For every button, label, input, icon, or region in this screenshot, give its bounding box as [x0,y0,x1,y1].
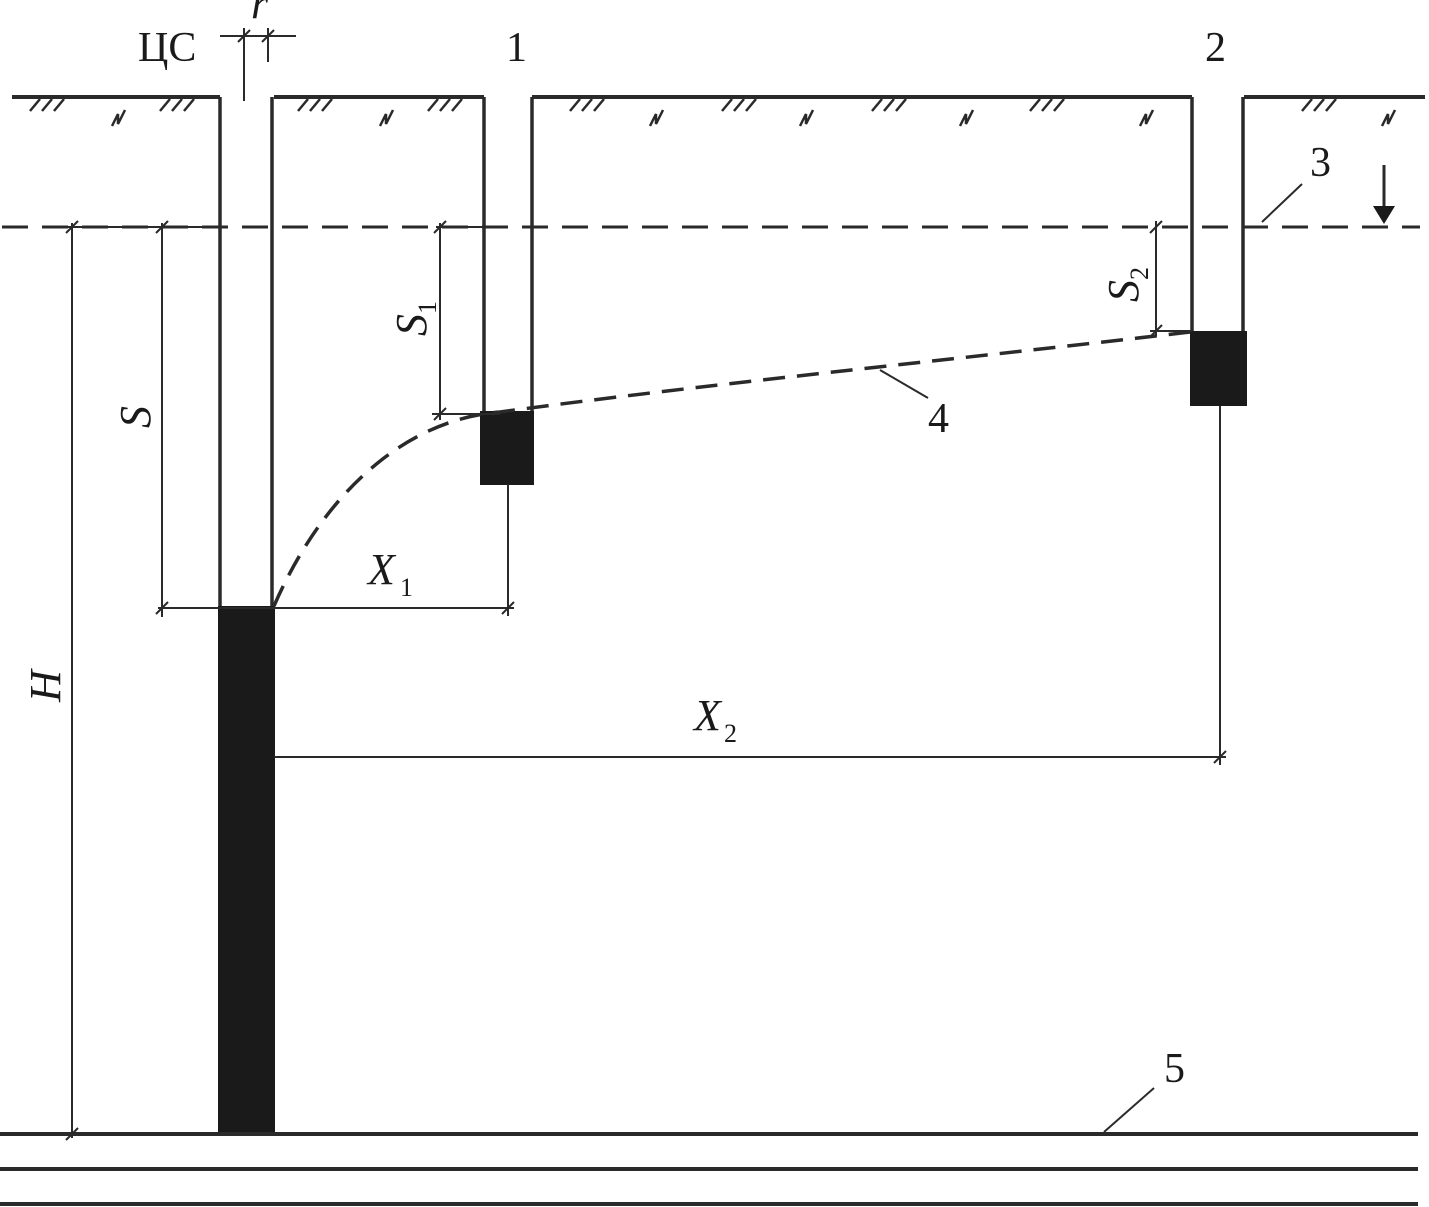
observation-well-2-filter [1190,331,1247,406]
aquifer-base [0,1132,1418,1206]
label-aquifer-thickness: H [21,668,70,703]
observation-well-2 [1190,97,1247,406]
central-well [218,97,275,1136]
label-well-1: 1 [506,25,527,71]
dimension-x2 [274,406,1227,765]
dimension-h [65,220,220,1141]
central-well-screen [218,606,275,1136]
label-callout-4: 4 [928,396,949,442]
label-drawdown-s1: S 1 [387,301,442,336]
depression-curve [272,330,1191,607]
label-drawdown-s2: S 2 [1099,267,1154,302]
label-callout-5: 5 [1164,1046,1185,1092]
observation-well-1 [480,97,534,485]
label-distance-x1-main: X [366,545,397,594]
observation-well-1-filter [480,411,534,485]
water-level-arrow [1373,165,1395,224]
label-central-well: ЦС [138,25,196,71]
label-well-2: 2 [1205,25,1226,71]
label-distance-x1-sub: 1 [400,573,413,602]
label-callout-3: 3 [1310,140,1331,186]
dimension-x1 [158,484,515,616]
label-drawdown-s: S [111,406,160,428]
label-radius: r [251,0,269,28]
label-distance-x2: X 2 [692,691,737,748]
callout-leaders [879,183,1303,1133]
label-drawdown-s1-sub: 1 [413,301,442,314]
soil-hatching [29,98,1337,112]
dimension-r [220,28,296,101]
label-distance-x2-main: X [692,691,723,740]
dimension-s [154,220,218,617]
label-drawdown-s2-main: S [1099,280,1148,302]
soil-zigzag-marks [110,109,1397,127]
label-distance-x2-sub: 2 [724,719,737,748]
label-drawdown-s1-main: S [387,314,436,336]
label-drawdown-s2-sub: 2 [1125,267,1154,280]
dimension-s1 [432,220,500,421]
label-distance-x1: X 1 [366,545,413,602]
dimension-s2 [1149,220,1192,338]
